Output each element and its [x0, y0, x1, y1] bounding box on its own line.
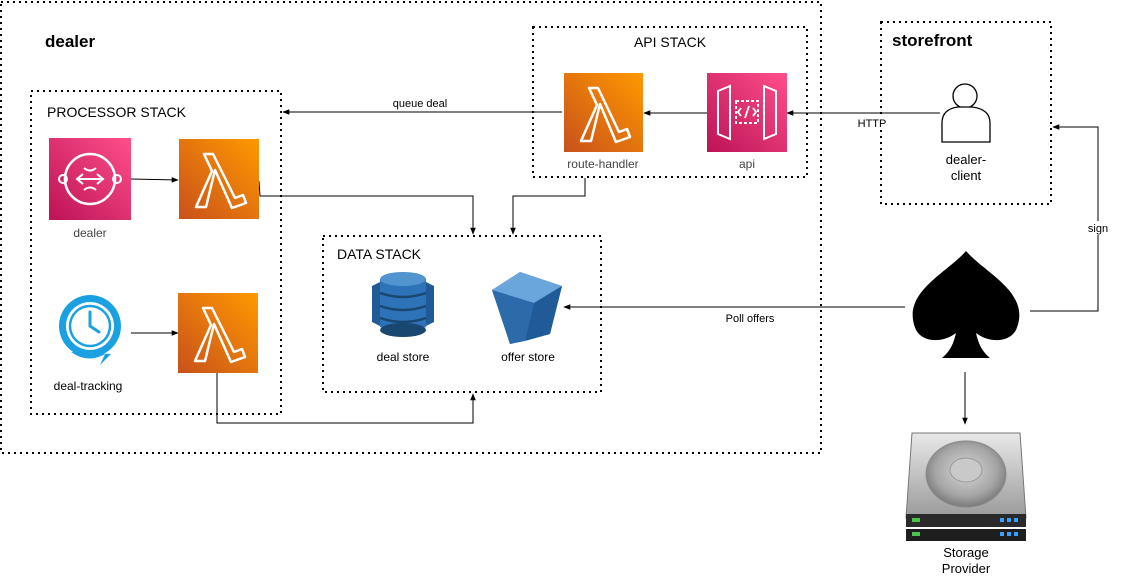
route-handler-node[interactable]: route-handler [564, 73, 643, 171]
deal-store-node[interactable]: deal store [372, 272, 434, 364]
edge-label-http: HTTP [858, 118, 887, 130]
api-gateway-icon [707, 73, 787, 152]
api-node[interactable]: api [707, 73, 787, 171]
spade-node[interactable] [912, 251, 1020, 358]
storage-provider-node[interactable]: Storage Provider [905, 432, 1027, 576]
edge-tracking-lambda-to-data [216, 372, 476, 424]
edge-label-poll-offers: Poll offers [726, 313, 775, 325]
dealer-group-label: dealer [45, 32, 95, 51]
edge-label-sign: sign [1088, 223, 1108, 235]
processor-stack-label: PROCESSOR STACK [47, 104, 187, 120]
dealer-queue-label: dealer [73, 226, 106, 240]
tracking-lambda-node[interactable] [178, 293, 258, 373]
route-handler-label: route-handler [567, 157, 638, 171]
api-label: api [739, 157, 755, 171]
edge-route-handler-to-data [510, 178, 586, 235]
spade-icon [912, 251, 1020, 358]
data-stack-label: DATA STACK [337, 246, 422, 262]
storage-provider-label-line2: Provider [942, 561, 991, 576]
edge-label-queue-deal: queue deal [393, 98, 447, 110]
deal-tracking-node[interactable]: deal-tracking [54, 295, 123, 393]
storage-provider-label-line1: Storage [943, 545, 989, 560]
dealer-group [0, 1, 822, 454]
scheduler-clock-icon [59, 295, 121, 365]
sqs-queue-icon [49, 138, 131, 220]
dealer-client-label-line2: client [951, 168, 982, 183]
processor-lambda-node[interactable] [179, 139, 259, 219]
user-icon [941, 83, 991, 143]
lambda-icon [179, 139, 259, 219]
edge-sqs-to-lambda [130, 177, 179, 183]
api-stack-group [532, 26, 808, 178]
lambda-icon [178, 293, 258, 373]
edge-processor-lambda-to-data [258, 180, 476, 235]
processor-stack-group [30, 90, 282, 415]
api-stack-label: API STACK [634, 34, 707, 50]
lambda-icon [564, 73, 643, 152]
hard-drive-icon [905, 432, 1027, 541]
dynamodb-icon [372, 272, 434, 337]
storefront-label: storefront [892, 31, 973, 50]
data-stack-group [322, 235, 602, 393]
edge-sign [1030, 124, 1099, 312]
dealer-client-node[interactable]: dealer- client [941, 83, 991, 183]
offer-store-label: offer store [501, 350, 555, 364]
dealer-client-label-line1: dealer- [946, 152, 986, 167]
s3-bucket-icon [492, 272, 562, 344]
offer-store-node[interactable]: offer store [492, 272, 562, 364]
deal-tracking-label: deal-tracking [54, 379, 123, 393]
deal-store-label: deal store [377, 350, 430, 364]
dealer-queue-node[interactable]: dealer [49, 138, 131, 240]
